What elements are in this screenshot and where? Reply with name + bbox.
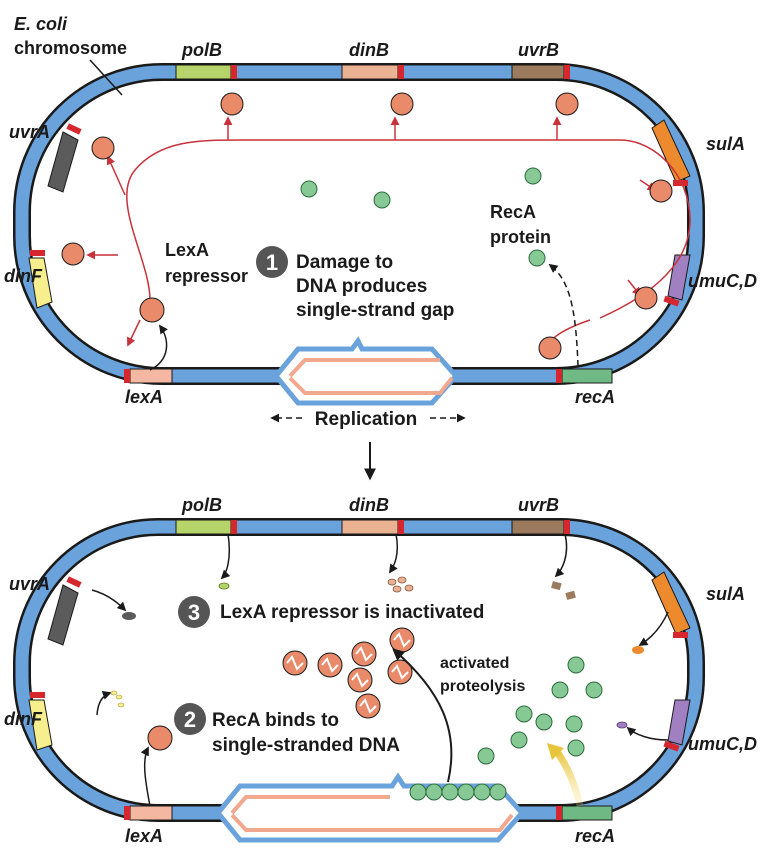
replication-bubble-top (272, 336, 460, 406)
lexA-on-dinF (61, 242, 85, 266)
lexA-autoregulation-arrow (149, 324, 168, 371)
gene-label-sulA-bottom: sulA (706, 584, 745, 604)
recA-protein-label-line-2: protein (490, 227, 551, 247)
chromosome-label-line-1: E. coli (14, 14, 68, 34)
step-2: 2 RecA binds to single-stranded DNA (174, 703, 400, 756)
gene-label-dinF-top: dinF (4, 266, 43, 286)
gene-segments-bottom (28, 519, 691, 821)
gene-label-recA-bottom: recA (575, 826, 615, 846)
lexA-on-recA (538, 336, 562, 360)
gene-dinF-segment (28, 257, 53, 309)
gene-label-recA-top: recA (575, 387, 615, 407)
step-1-line-3: single-strand gap (296, 300, 454, 321)
lexA-on-uvrA (91, 136, 115, 160)
gene-segments-top (28, 64, 691, 384)
operator-recA (556, 369, 562, 383)
gene-label-uvrB-top: uvrB (518, 40, 559, 60)
chromosome-outline (13, 63, 705, 385)
gene-label-uvrA-bottom: uvrA (9, 574, 50, 594)
recA-proteins-bottom (477, 656, 603, 765)
operator-umuCD (663, 295, 680, 307)
gene-recA-segment (561, 368, 613, 384)
operator-dinB (398, 65, 404, 79)
lexA-free (139, 297, 165, 323)
bottom-panel: 3 LexA repressor is inactivated 2 RecA b… (4, 495, 757, 846)
proteolysis-arrow (392, 648, 453, 783)
lexA-proteins-top (61, 92, 673, 360)
activated-proteolysis-line-1: activated (440, 655, 509, 672)
gene-label-dinF-bottom: dinF (4, 709, 43, 729)
gene-label-lexA-top: lexA (125, 387, 163, 407)
gene-label-uvrB-bottom: uvrB (518, 495, 559, 515)
gene-label-dinB-bottom: dinB (349, 495, 389, 515)
chromosome-dna (15, 65, 703, 383)
lexA-on-umuCD (634, 286, 658, 310)
replication-label: Replication (315, 409, 417, 430)
operator-uvrB (564, 65, 570, 79)
lexA-on-sulA (649, 179, 673, 203)
recA-filament (409, 783, 507, 801)
step-1-badge (256, 246, 288, 278)
chromosome-label-line-2: chromosome (14, 38, 127, 58)
top-panel: 1 Damage to DNA produces single-strand g… (4, 14, 757, 407)
gene-uvrB-segment (511, 64, 565, 80)
activated-proteolysis-line-2: proteolysis (440, 678, 525, 695)
operator-uvrA (66, 123, 82, 135)
step-2-line-2: single-stranded DNA (212, 735, 400, 756)
recA-protein-label-line-1: RecA (490, 202, 536, 222)
operator-dinF (30, 250, 45, 256)
step-2-number: 2 (184, 707, 196, 732)
step-3: 3 LexA repressor is inactivated (178, 596, 484, 628)
gene-label-umuCD-bottom: umuC,D (688, 734, 757, 754)
gene-label-lexA-bottom: lexA (125, 826, 163, 846)
gene-uvrA-segment (47, 131, 79, 193)
recA-proteins-top (300, 167, 546, 267)
gene-label-dinB-top: dinB (349, 40, 389, 60)
step-1-line-1: Damage to (296, 252, 393, 273)
lexA-on-uvrB (555, 92, 579, 116)
gene-polB-segment (175, 64, 232, 80)
step-2-line-1: RecA binds to (212, 710, 339, 731)
operator-sulA (673, 180, 688, 186)
step-1: 1 Damage to DNA produces single-strand g… (256, 246, 454, 321)
gene-label-sulA-top: sulA (706, 134, 745, 154)
gene-dinB-segment (341, 64, 399, 80)
gene-label-umuCD-top: umuC,D (688, 271, 757, 291)
gene-products-bottom (91, 533, 669, 807)
recA-expression-arrow (548, 263, 579, 367)
gene-label-polB-top: polB (181, 40, 222, 60)
operator-lexA (124, 369, 130, 383)
chromosome-pointer (89, 59, 123, 96)
cleaved-lexA-proteins (282, 627, 415, 719)
step-3-number: 3 (188, 600, 200, 625)
step-1-line-2: DNA produces (296, 276, 427, 297)
gene-lexA-segment (129, 368, 173, 384)
lexA-repressor-label-line-1: LexA (165, 240, 209, 260)
lexA-repressor-label-line-2: repressor (165, 266, 248, 286)
operator-polB (231, 65, 237, 79)
lexA-on-polB (220, 92, 244, 116)
gene-label-uvrA-top: uvrA (9, 122, 50, 142)
step-1-number: 1 (266, 250, 278, 275)
lexA-on-dinB (390, 92, 414, 116)
gene-label-polB-bottom: polB (181, 495, 222, 515)
step-3-line-1: LexA repressor is inactivated (220, 602, 484, 623)
replication-indicator: Replication (270, 409, 466, 430)
